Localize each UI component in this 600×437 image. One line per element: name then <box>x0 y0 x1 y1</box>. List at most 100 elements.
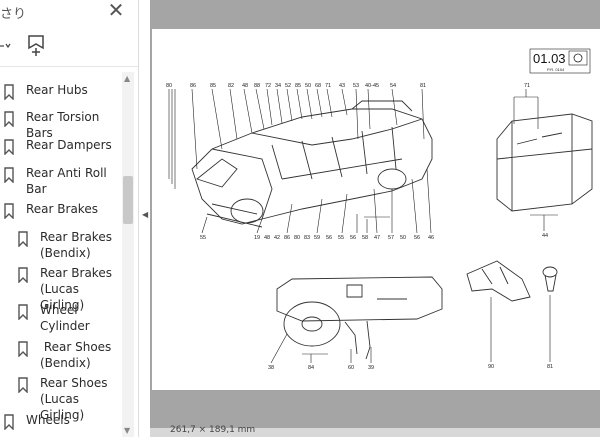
svg-text:72: 72 <box>265 83 271 89</box>
bookmark-wheels[interactable]: Wheels <box>0 412 122 432</box>
options-menu-button[interactable] <box>0 36 14 56</box>
svg-text:55: 55 <box>338 235 344 241</box>
section-header: 01.03 P.R. 0104 <box>529 48 591 74</box>
svg-text:53: 53 <box>353 83 359 89</box>
svg-text:71: 71 <box>524 83 530 89</box>
bookmark-rear-shoes-bendix[interactable]: Rear Shoes (Bendix) <box>0 339 122 373</box>
bookmark-wheel-cylinder[interactable]: Wheel Cylinder <box>0 302 122 336</box>
bookmark-rear-brakes-bendix[interactable]: Rear Brakes (Bendix) <box>0 229 122 263</box>
svg-text:85: 85 <box>295 83 301 89</box>
car-drawing <box>191 100 433 228</box>
bookmark-icon <box>18 304 28 320</box>
svg-text:80: 80 <box>166 83 172 89</box>
document-page: 01.03 P.R. 0104 80 86 <box>152 29 600 390</box>
svg-text:86: 86 <box>190 83 196 89</box>
bookmark-rear-shoes-lucas-girling[interactable]: Rear Shoes (Lucas Girling) <box>0 375 122 422</box>
svg-text:48: 48 <box>264 235 270 241</box>
section-code: 01.03 <box>533 51 566 66</box>
collapse-panel-icon[interactable]: ◀ <box>142 210 149 219</box>
svg-text:56: 56 <box>414 235 420 241</box>
svg-text:80: 80 <box>294 235 300 241</box>
svg-text:19: 19 <box>254 235 260 241</box>
svg-text:34: 34 <box>275 83 281 89</box>
bookmark-rear-brakes-lucas-girling[interactable]: Rear Brakes (Lucas Girling) <box>0 265 122 312</box>
page-ref: P.R. 0104 <box>547 67 565 72</box>
bookmark-icon <box>4 84 14 100</box>
bookmark-icon <box>18 377 28 393</box>
bookmark-label: Rear Brakes (Bendix) <box>40 230 112 260</box>
svg-text:81: 81 <box>420 83 426 89</box>
svg-text:54: 54 <box>390 83 396 89</box>
bookmark-icon <box>4 167 14 183</box>
scrollbar-thumb[interactable] <box>123 176 133 224</box>
close-panel-button[interactable]: ✕ <box>107 0 125 22</box>
svg-text:40-45: 40-45 <box>365 83 379 89</box>
parts-diagram: 01.03 P.R. 0104 80 86 <box>166 48 593 371</box>
callouts-top: 80 86 85 82 48 88 72 34 52 85 50 68 71 4… <box>166 83 426 189</box>
svg-text:43: 43 <box>339 83 345 89</box>
bookmark-icon <box>4 139 14 155</box>
panel-header: さり ✕ <box>0 0 138 24</box>
vertical-scrollbar[interactable]: ▲ ▼ <box>122 72 134 437</box>
svg-text:56: 56 <box>350 235 356 241</box>
svg-text:86: 86 <box>284 235 290 241</box>
bookmark-icon <box>18 341 28 357</box>
bookmark-icon <box>18 267 28 283</box>
bookmark-icon <box>4 111 14 127</box>
bookmark-rear-anti-roll-bar[interactable]: Rear Anti Roll Bar <box>0 165 122 199</box>
page-size-readout: 261,7 × 189,1 mm <box>170 425 256 435</box>
svg-text:47: 47 <box>374 235 380 241</box>
panel-splitter[interactable]: ◀ <box>138 0 151 437</box>
roof-rack-drawing: 71 44 <box>496 83 593 239</box>
bookmark-label: Rear Anti Roll Bar <box>26 166 107 196</box>
bookmark-tree: Rear Hubs Rear Torsion Bars Rear Dampers… <box>0 74 122 437</box>
document-viewer[interactable]: 01.03 P.R. 0104 80 86 <box>150 0 600 437</box>
svg-text:60: 60 <box>348 365 354 371</box>
svg-text:59: 59 <box>314 235 320 241</box>
bookmark-rear-torsion-bars[interactable]: Rear Torsion Bars <box>0 109 122 140</box>
status-bar: 261,7 × 189,1 mm <box>150 425 600 437</box>
panel-title: さり <box>0 7 27 22</box>
callouts-bottom: 19 48 42 86 80 83 59 56 55 56 58 47 57 5… <box>200 168 434 241</box>
bookmark-label: Rear Shoes (Lucas Girling) <box>40 376 108 422</box>
bookmark-icon <box>18 231 28 247</box>
bookmark-label: Rear Dampers <box>26 138 112 152</box>
bookmark-icon <box>4 414 14 430</box>
add-bookmark-button[interactable] <box>24 34 48 58</box>
bookmark-rear-hubs[interactable]: Rear Hubs <box>0 82 122 102</box>
svg-text:71: 71 <box>325 83 331 89</box>
svg-text:46: 46 <box>428 235 434 241</box>
svg-text:38: 38 <box>268 365 274 371</box>
svg-text:84: 84 <box>308 365 314 371</box>
svg-text:50: 50 <box>305 83 311 89</box>
bookmark-label: Wheel Cylinder <box>40 303 90 333</box>
svg-text:68: 68 <box>315 83 321 89</box>
svg-text:57: 57 <box>388 235 394 241</box>
bookmark-label: Wheels <box>26 413 70 427</box>
svg-text:50: 50 <box>400 235 406 241</box>
svg-text:82: 82 <box>228 83 234 89</box>
bookmark-label: Rear Brakes (Lucas Girling) <box>40 266 112 312</box>
svg-text:52: 52 <box>285 83 291 89</box>
bookmark-rear-brakes[interactable]: Rear Brakes <box>0 201 122 221</box>
bookmark-add-icon <box>28 35 44 56</box>
chevron-down-icon <box>0 43 11 49</box>
bookmark-rear-dampers[interactable]: Rear Dampers <box>0 137 122 157</box>
svg-text:48: 48 <box>242 83 248 89</box>
svg-text:83: 83 <box>304 235 310 241</box>
svg-text:44: 44 <box>542 233 548 239</box>
bookmarks-panel: さり ✕ Rear Hubs Rear Torsion Bars <box>0 0 138 437</box>
svg-text:39: 39 <box>368 365 374 371</box>
bookmark-icon <box>4 203 14 219</box>
svg-text:42: 42 <box>274 235 280 241</box>
svg-text:85: 85 <box>210 83 216 89</box>
svg-text:81: 81 <box>547 364 553 370</box>
bookmark-label: Rear Brakes <box>26 202 98 216</box>
dashboard-drawing: 38 84 60 39 <box>268 276 443 371</box>
scroll-up-icon[interactable]: ▲ <box>124 74 131 83</box>
svg-text:88: 88 <box>254 83 260 89</box>
bookmark-label: Rear Hubs <box>26 83 88 97</box>
scroll-down-icon[interactable]: ▼ <box>124 426 131 435</box>
svg-text:90: 90 <box>488 364 494 370</box>
svg-text:58: 58 <box>362 235 368 241</box>
